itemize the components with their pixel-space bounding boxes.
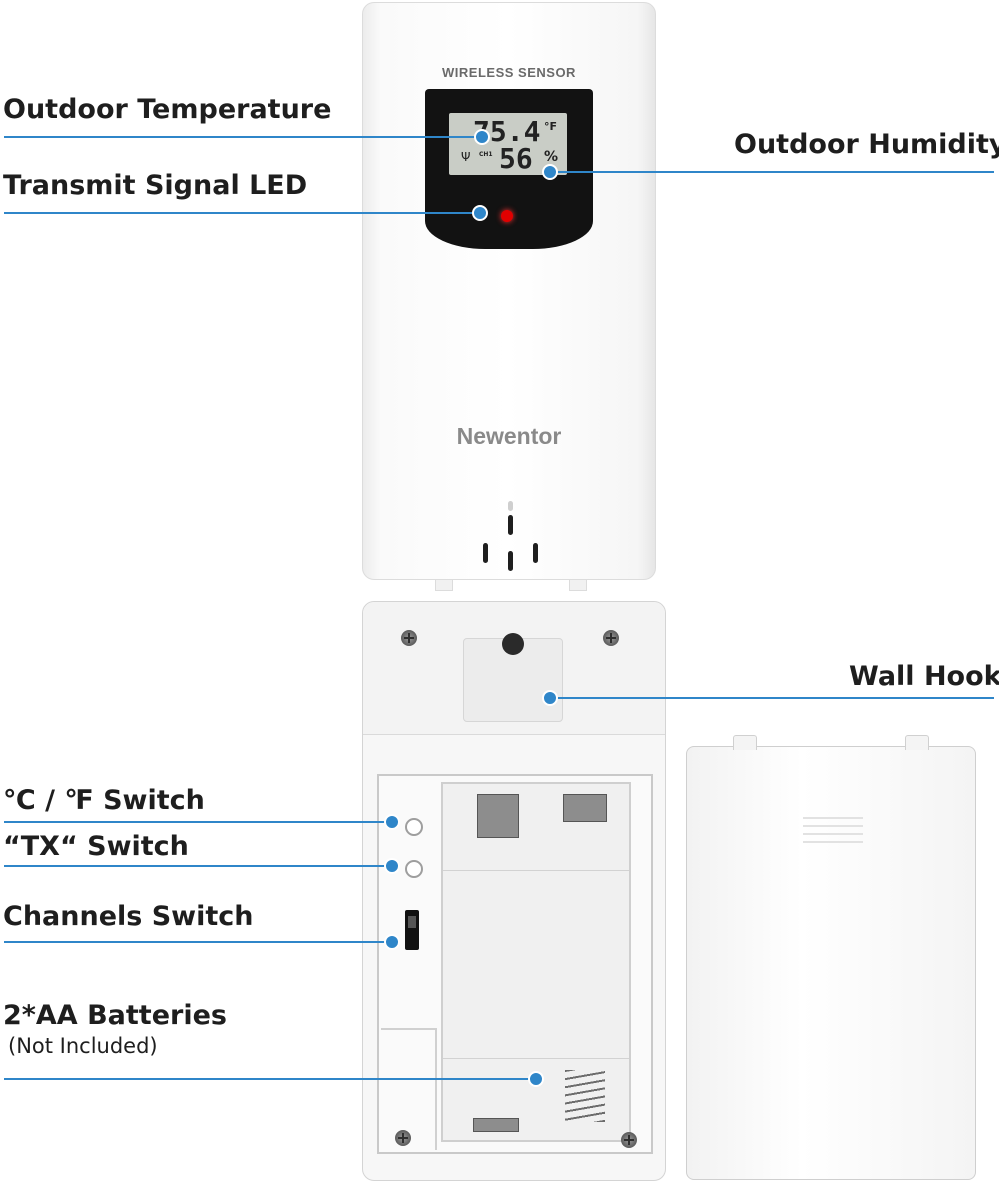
lcd-screen: 75.4 °F Ψ CH1 56 % <box>449 113 567 175</box>
vent-slot <box>483 543 488 563</box>
callout-wall-hook: Wall Hook <box>849 661 999 692</box>
bay-divider <box>443 870 629 871</box>
leader-channels-switch <box>4 941 390 943</box>
compartment-corner <box>381 1028 437 1150</box>
screw-icon <box>401 630 417 646</box>
battery-contact-top-left <box>477 794 519 838</box>
callout-batteries-note: (Not Included) <box>8 1034 158 1058</box>
transmit-led <box>501 210 513 222</box>
marker-tx-switch <box>384 858 400 874</box>
hinge-tab <box>435 580 453 591</box>
leader-transmit-signal-led <box>4 212 478 214</box>
screw-icon <box>395 1130 411 1146</box>
battery-cover <box>686 735 976 1180</box>
lid-tab <box>733 735 757 750</box>
marker-outdoor-humidity <box>542 164 558 180</box>
leader-outdoor-temperature <box>4 136 480 138</box>
leader-c-f-switch <box>4 821 390 823</box>
callout-outdoor-humidity: Outdoor Humidity <box>734 129 999 160</box>
callout-channels-switch: Channels Switch <box>3 901 254 932</box>
front-label: WIRELESS SENSOR <box>442 65 576 80</box>
wall-hook <box>463 633 563 722</box>
callout-tx-switch: “TX“ Switch <box>3 831 189 862</box>
lid-grip <box>803 817 863 847</box>
vent-slot <box>533 543 538 563</box>
leader-wall-hook <box>548 697 994 699</box>
battery-bay <box>441 782 631 1142</box>
battery-spring <box>565 1070 605 1122</box>
lcd-temp-unit: °F <box>544 120 558 133</box>
marker-outdoor-temperature <box>474 129 490 145</box>
lid-tab <box>905 735 929 750</box>
vent-slot <box>508 501 513 511</box>
callout-c-f-switch: ℃ / ℉ Switch <box>3 785 205 816</box>
sensor-back <box>362 601 666 1181</box>
hinge-tab <box>569 580 587 591</box>
vent-slot <box>508 551 513 571</box>
lcd-humidity-unit: % <box>544 149 559 165</box>
marker-wall-hook <box>542 690 558 706</box>
c-f-switch-button[interactable] <box>405 818 423 836</box>
battery-contact-top-right <box>563 794 607 822</box>
battery-contact-bottom <box>473 1118 519 1132</box>
callout-batteries: 2*AA Batteries <box>3 1000 227 1031</box>
antenna-icon: Ψ <box>461 150 471 164</box>
marker-transmit-signal-led <box>472 205 488 221</box>
brand-logo: Newentor <box>456 423 562 449</box>
channel-slide-switch[interactable] <box>405 910 419 950</box>
back-top-panel <box>363 602 665 735</box>
lcd-humidity: 56 <box>499 142 533 175</box>
screw-icon <box>621 1132 637 1148</box>
marker-c-f-switch <box>384 814 400 830</box>
lcd-channel: CH1 <box>479 151 493 158</box>
bay-divider <box>443 1058 629 1059</box>
sensor-front: WIRELESS SENSOR 75.4 °F Ψ CH1 56 % Newen… <box>362 2 656 591</box>
leader-batteries <box>4 1078 534 1080</box>
callout-transmit-signal-led: Transmit Signal LED <box>3 170 308 201</box>
screw-icon <box>603 630 619 646</box>
display-bezel: 75.4 °F Ψ CH1 56 % <box>425 89 593 249</box>
hook-notch <box>502 633 524 655</box>
marker-channels-switch <box>384 934 400 950</box>
leader-tx-switch <box>4 865 390 867</box>
vent-slot <box>508 515 513 535</box>
leader-outdoor-humidity <box>548 171 994 173</box>
callout-outdoor-temperature: Outdoor Temperature <box>3 94 332 125</box>
battery-compartment <box>377 774 653 1154</box>
marker-batteries <box>528 1071 544 1087</box>
tx-switch-button[interactable] <box>405 860 423 878</box>
